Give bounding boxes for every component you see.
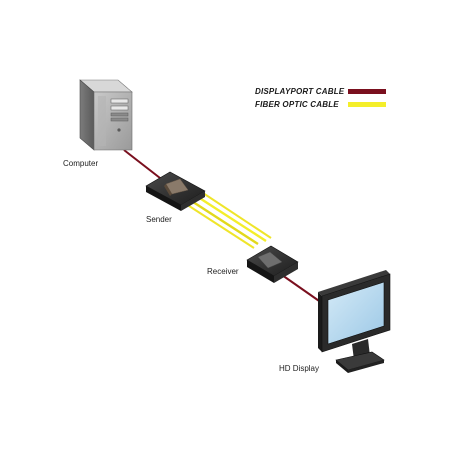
legend-swatch-fiber-optic bbox=[348, 102, 386, 107]
receiver-device-icon bbox=[246, 245, 299, 283]
sender-label: Sender bbox=[146, 215, 172, 224]
legend-label-displayport: DISPLAYPORT CABLE bbox=[255, 87, 345, 96]
computer-label: Computer bbox=[63, 159, 99, 168]
displayport-cable-receiver-display bbox=[281, 274, 323, 304]
legend-label-fiber-optic: FIBER OPTIC CABLE bbox=[255, 100, 339, 109]
hd-display-label: HD Display bbox=[279, 364, 320, 373]
receiver-label: Receiver bbox=[207, 267, 239, 276]
hd-display-icon bbox=[318, 270, 391, 373]
computer-tower-icon bbox=[79, 79, 133, 151]
sender-device-icon bbox=[145, 171, 206, 211]
displayport-cable-computer-sender bbox=[123, 149, 161, 179]
legend-swatch-displayport bbox=[348, 89, 386, 94]
fiber-optic-cables bbox=[185, 192, 272, 249]
